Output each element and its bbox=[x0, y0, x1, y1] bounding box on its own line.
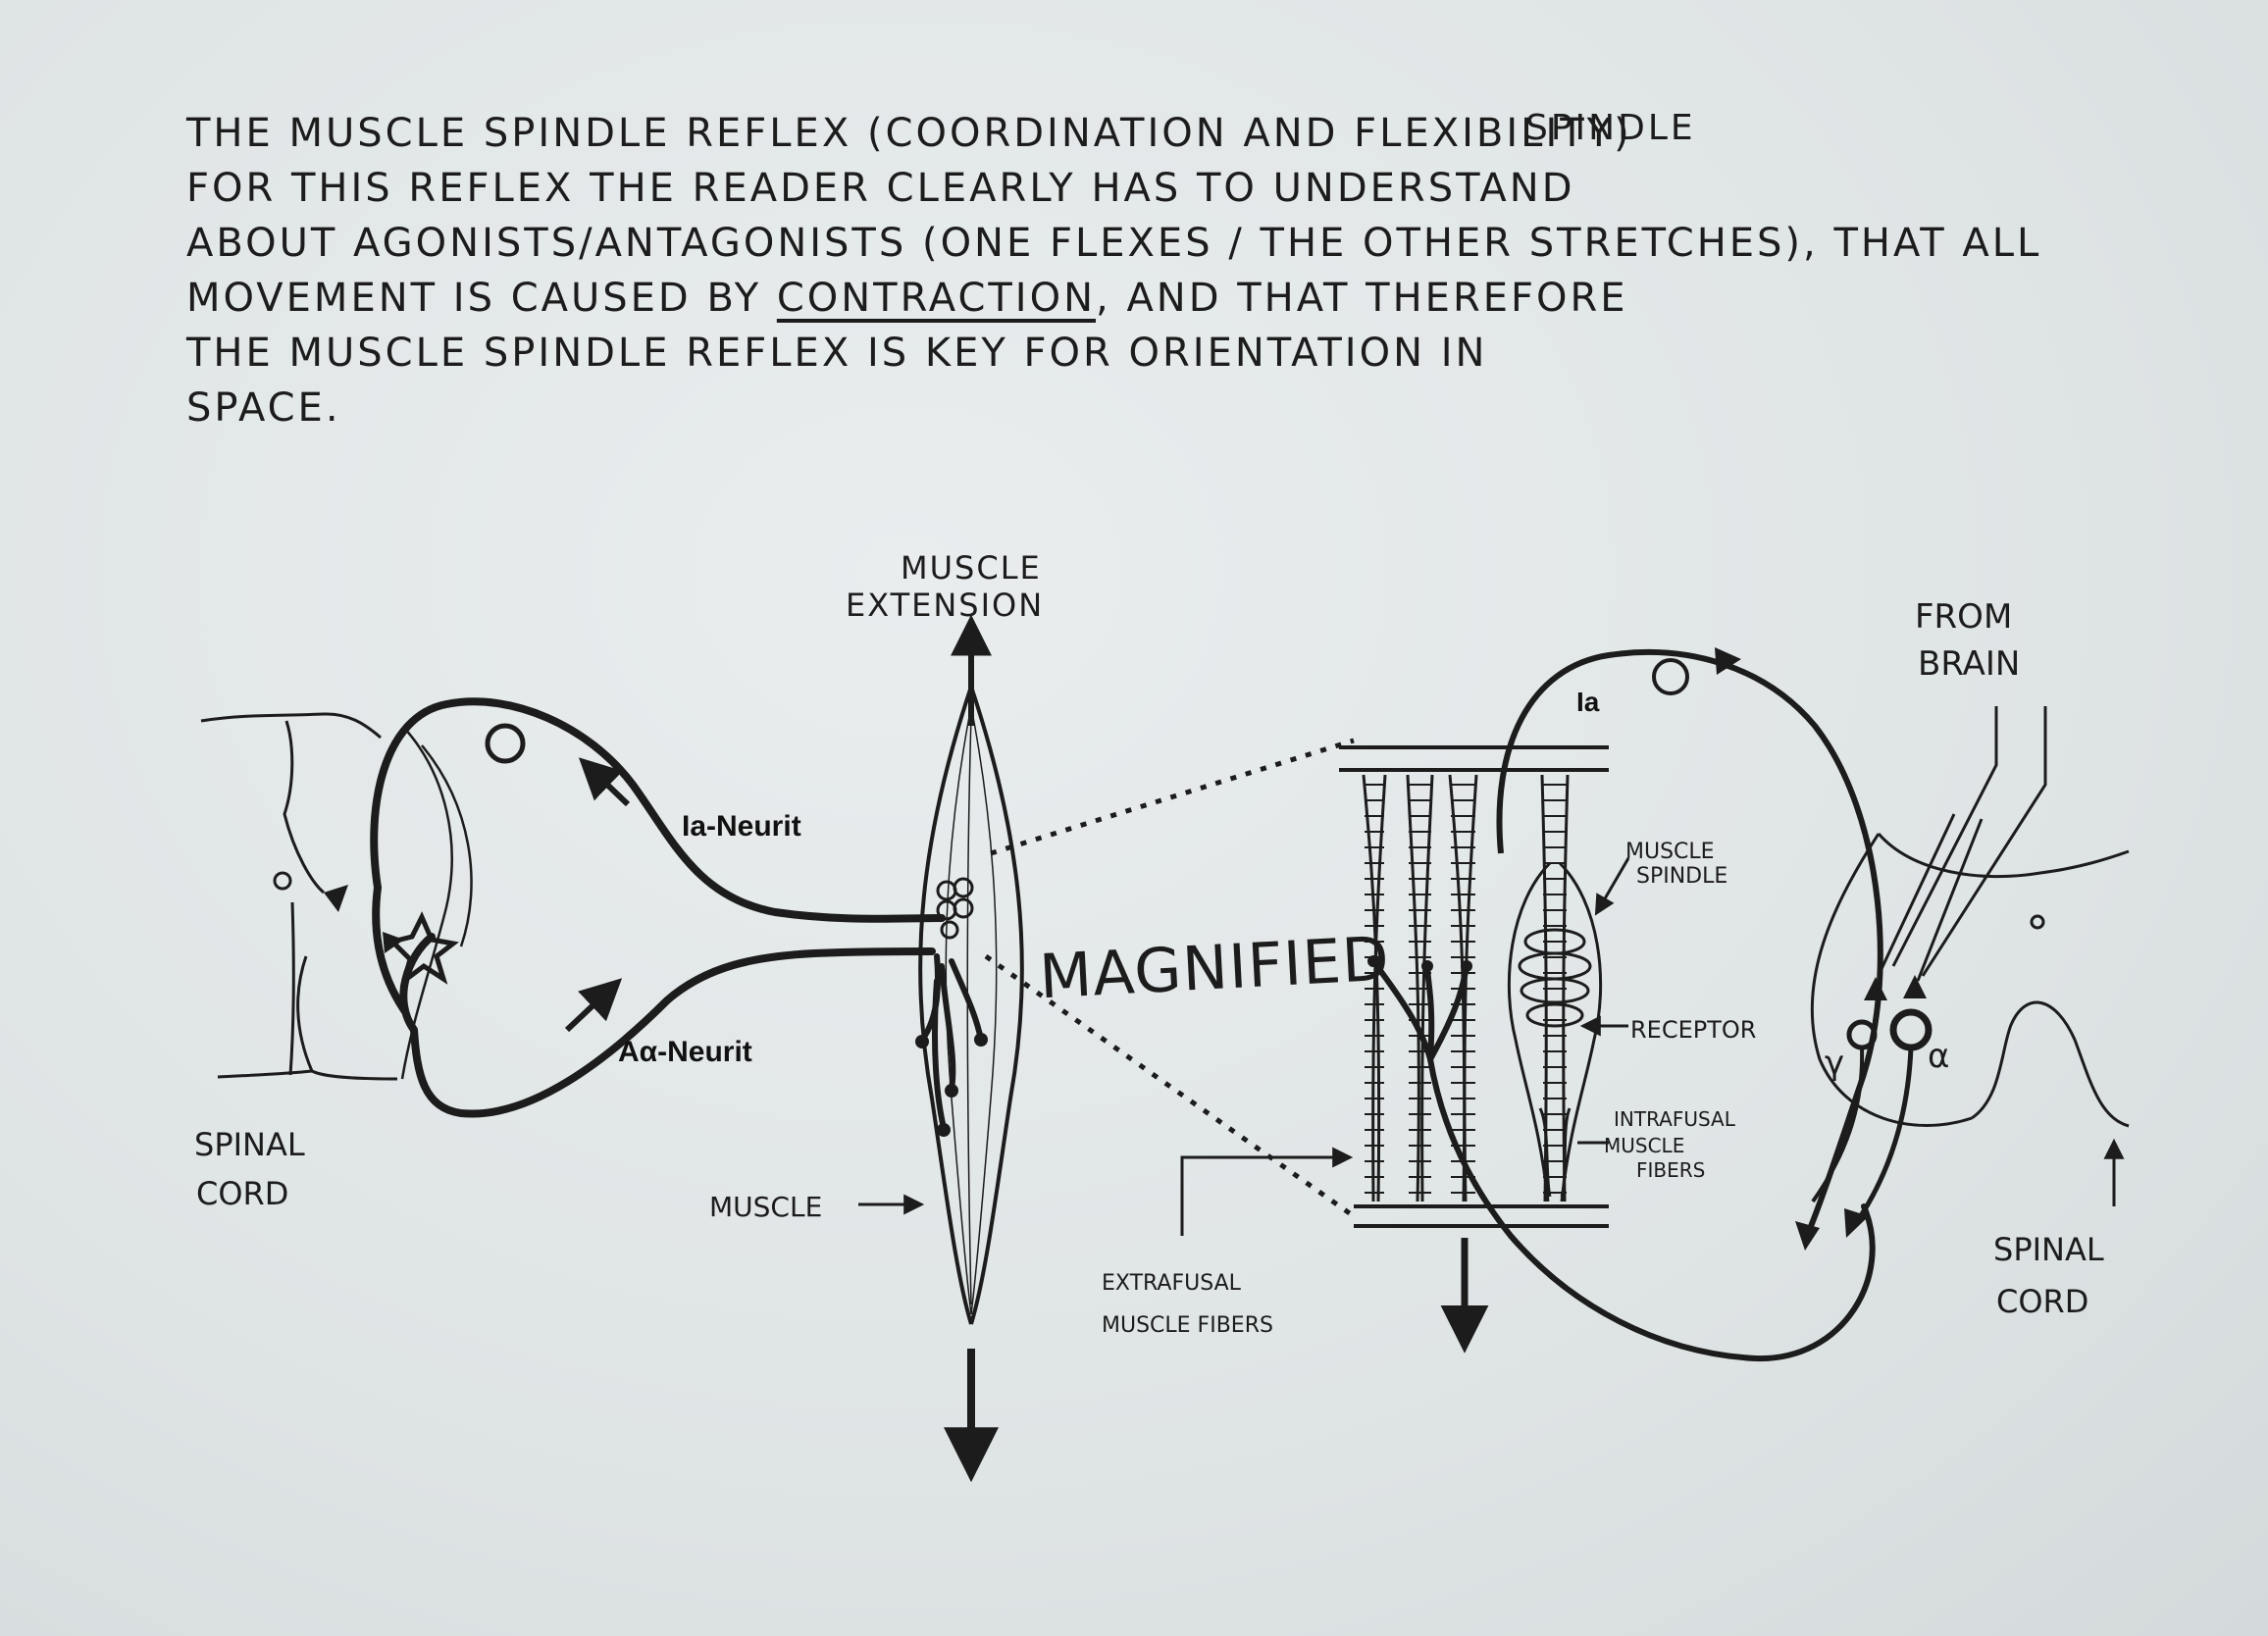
note-line-4: MOVEMENT IS CAUSED BY CONTRACTION, AND T… bbox=[186, 271, 2188, 326]
label-spinal-cord-right-1: SPINAL bbox=[1993, 1231, 2104, 1268]
muscle-spindle-knot bbox=[936, 877, 974, 940]
magnified-fiber-frame bbox=[1339, 745, 1609, 1228]
extrafusal-pointer bbox=[1180, 1147, 1354, 1236]
label-spinal-cord-right-2: CORD bbox=[1996, 1283, 2088, 1320]
ia-cell-body-left bbox=[485, 723, 526, 764]
ia-direction-arrow bbox=[578, 757, 631, 807]
note-line-6: SPACE. bbox=[186, 385, 341, 431]
from-brain-tracts bbox=[1879, 706, 2047, 982]
ia-loop bbox=[1496, 649, 1883, 1243]
label-from-brain-2: BRAIN bbox=[1918, 644, 2020, 684]
label-spinal-cord-left-1: SPINAL bbox=[194, 1126, 305, 1163]
fiber-striations bbox=[1365, 784, 1567, 1194]
label-from-brain-1: FROM bbox=[1915, 597, 2012, 637]
spindle-dots bbox=[1367, 955, 1472, 972]
note-line-1: THE MUSCLE SPINDLE REFLEX (COORDINATION … bbox=[186, 111, 1632, 156]
ia-cell-body-right bbox=[1652, 658, 1689, 695]
label-muscle-spindle-1: MUSCLE bbox=[1625, 840, 1715, 864]
gamma-arrowhead bbox=[1864, 977, 1887, 1000]
label-muscle: MUSCLE bbox=[709, 1191, 822, 1223]
intrafusal-spindle bbox=[1507, 861, 1603, 1202]
label-magnified: MAGNIFIED bbox=[1038, 923, 1392, 1013]
synapse-star bbox=[387, 911, 460, 988]
extrafusal-fibers bbox=[1362, 774, 1570, 1202]
label-ia-neurit: Ia-Neurit bbox=[682, 810, 801, 843]
handwritten-note: THE MUSCLE SPINDLE REFLEX (COORDINATION … bbox=[186, 106, 2188, 435]
note-underlined-word: CONTRACTION bbox=[776, 276, 1097, 321]
label-extrafusal-1: EXTRAFUSAL bbox=[1102, 1271, 1242, 1296]
note-line-5: THE MUSCLE SPINDLE REFLEX IS KEY FOR ORI… bbox=[186, 331, 1488, 376]
label-spinal-cord-left-2: CORD bbox=[196, 1175, 288, 1212]
spindle-annotation: SPINDLE bbox=[1525, 108, 1696, 148]
label-muscle-spindle-2: SPINDLE bbox=[1636, 864, 1727, 889]
note-line-4-end: , AND THAT THEREFORE bbox=[1096, 276, 1628, 321]
efferent-arrowhead bbox=[1844, 1208, 1869, 1238]
label-gamma: γ bbox=[1825, 1044, 1844, 1083]
label-intrafusal-2: MUSCLE bbox=[1604, 1134, 1684, 1157]
note-line-2: FOR THIS REFLEX THE READER CLEARLY HAS T… bbox=[186, 166, 1575, 211]
alpha-motoneuron bbox=[1889, 1008, 1933, 1051]
endplate-dots bbox=[915, 1033, 988, 1137]
alpha-arrowhead bbox=[1903, 975, 1927, 998]
magnify-line-bottom bbox=[984, 953, 1356, 1219]
label-extrafusal-2: MUSCLE FIBERS bbox=[1102, 1313, 1273, 1338]
label-intrafusal-1: INTRAFUSAL bbox=[1614, 1107, 1736, 1131]
ia-loop-arrowhead bbox=[1715, 647, 1741, 675]
label-muscle-extension-2: EXTENSION bbox=[846, 587, 1044, 624]
magnified-nerve-branches bbox=[1370, 958, 1876, 1362]
neuron-paths bbox=[370, 697, 946, 1118]
label-muscle-extension-1: MUSCLE bbox=[901, 549, 1042, 587]
note-line-3: ABOUT AGONISTS/ANTAGONISTS (ONE FLEXES /… bbox=[186, 221, 2042, 266]
label-aa-neurit: Aα-Neurit bbox=[618, 1036, 752, 1068]
aa-direction-arrow bbox=[564, 978, 623, 1033]
note-line-4-start: MOVEMENT IS CAUSED BY bbox=[186, 276, 762, 321]
synapse-triangle-2 bbox=[383, 932, 404, 953]
label-receptor: RECEPTOR bbox=[1630, 1016, 1756, 1044]
label-intrafusal-3: FIBERS bbox=[1636, 1158, 1705, 1182]
gamma-efferent bbox=[1811, 1047, 1865, 1203]
label-alpha: α bbox=[1928, 1037, 1949, 1076]
alpha-efferent bbox=[1851, 1047, 1914, 1228]
motor-endplates bbox=[919, 953, 984, 1131]
spindle-pointer bbox=[1594, 857, 1630, 916]
magnify-line-top bbox=[990, 738, 1355, 856]
right-spinal-cord bbox=[1810, 833, 2130, 1128]
label-ia: Ia bbox=[1576, 687, 1600, 717]
muscle-body bbox=[918, 686, 1024, 1325]
synapse-triangle-1 bbox=[324, 885, 348, 912]
loop-arrowhead-low bbox=[1795, 1221, 1820, 1251]
